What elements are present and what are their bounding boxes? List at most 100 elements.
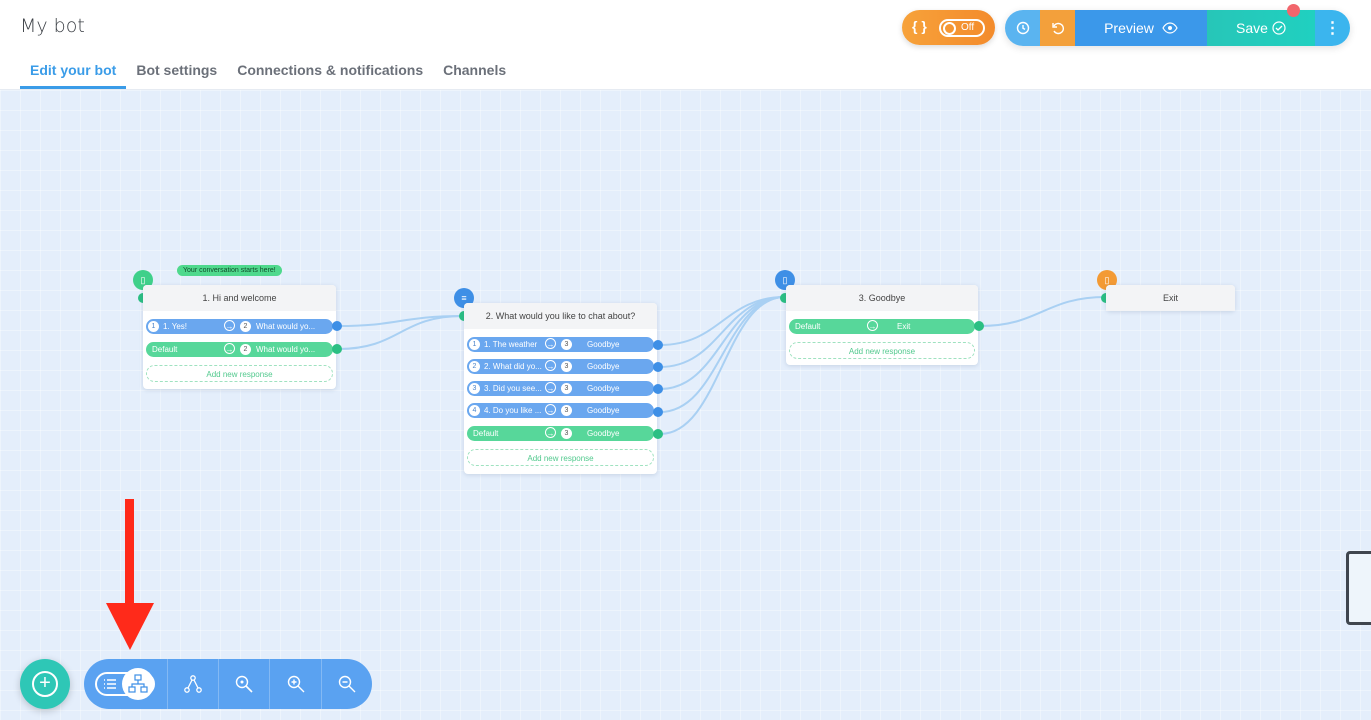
response-output-port[interactable]	[653, 407, 663, 417]
response-output-port[interactable]	[332, 344, 342, 354]
node-title: 1. Hi and welcome	[143, 285, 336, 311]
undo-button[interactable]	[1040, 10, 1075, 46]
switch-knob	[943, 22, 956, 35]
response-label: 4. Do you like ...	[484, 406, 542, 415]
top-bar: My bot Edit your bot Bot settings Connec…	[0, 0, 1371, 90]
view-mode-toggle[interactable]	[84, 659, 168, 709]
history-button[interactable]	[1005, 10, 1040, 46]
response-row[interactable]: 4 4. Do you like ... → 3 Goodbye	[467, 403, 654, 418]
node-title: 2. What would you like to chat about?	[464, 303, 657, 329]
arrow-right-icon: →	[545, 338, 556, 349]
node-title: Exit	[1106, 285, 1235, 311]
undo-icon	[1051, 22, 1064, 35]
response-number: 1	[469, 339, 480, 350]
response-row[interactable]: 3 3. Did you see... → 3 Goodbye	[467, 381, 654, 396]
response-row[interactable]: Default → 3 Goodbye	[467, 426, 654, 441]
response-row[interactable]: Default → 2 What would yo...	[146, 342, 333, 357]
tab-connections-notifications[interactable]: Connections & notifications	[237, 62, 424, 78]
preview-button[interactable]: Preview	[1075, 10, 1207, 46]
arrow-right-icon: →	[867, 320, 878, 331]
eye-icon	[1162, 22, 1178, 34]
node-title: 3. Goodbye	[786, 285, 978, 311]
arrow-right-icon: →	[545, 382, 556, 393]
code-mode-toggle[interactable]: { } Off	[902, 10, 995, 45]
tab-channels[interactable]: Channels	[443, 62, 507, 78]
response-output-port[interactable]	[332, 321, 342, 331]
tab-bot-settings[interactable]: Bot settings	[136, 62, 218, 78]
response-number: 4	[469, 405, 480, 416]
add-response-button[interactable]: Add new response	[789, 342, 975, 359]
flow-view-knob	[122, 668, 154, 700]
node-input-port[interactable]	[780, 293, 790, 303]
response-label: 2. What did yo...	[484, 362, 542, 371]
target-number: 2	[240, 321, 251, 332]
add-response-button[interactable]: Add new response	[146, 365, 333, 382]
response-label: Default	[795, 322, 821, 331]
target-label: What would yo...	[256, 345, 316, 354]
add-node-button[interactable]: +	[20, 659, 70, 709]
switch-state-label: Off	[961, 22, 975, 33]
code-mode-switch[interactable]: Off	[939, 19, 985, 37]
response-row[interactable]: 1 1. The weather → 3 Goodbye	[467, 337, 654, 352]
add-response-button[interactable]: Add new response	[467, 449, 654, 466]
response-output-port[interactable]	[653, 429, 663, 439]
target-number: 2	[240, 344, 251, 355]
target-label: Exit	[897, 322, 911, 331]
response-row[interactable]: 2 2. What did yo... → 3 Goodbye	[467, 359, 654, 374]
target-label: Goodbye	[587, 384, 620, 393]
save-label: Save	[1236, 20, 1268, 36]
target-number: 3	[561, 428, 572, 439]
auto-layout-button[interactable]	[168, 659, 220, 709]
response-row[interactable]: Default → Exit	[789, 319, 975, 334]
arrow-right-icon: →	[224, 320, 235, 331]
plus-circle-icon: +	[32, 671, 58, 697]
minimap[interactable]	[1346, 551, 1371, 625]
target-number: 3	[561, 383, 572, 394]
target-number: 3	[561, 361, 572, 372]
arrow-right-icon: →	[545, 404, 556, 415]
save-button[interactable]: Save	[1207, 10, 1315, 46]
node-what-would-you-like[interactable]: 2. What would you like to chat about? 1 …	[464, 303, 657, 474]
red-arrow-annotation	[106, 499, 154, 650]
connector-line	[337, 315, 464, 350]
response-number: 1	[148, 321, 159, 332]
zoom-out-button[interactable]	[322, 659, 372, 709]
arrow-right-icon: →	[545, 360, 556, 371]
history-icon	[1016, 21, 1029, 35]
canvas-toolbar	[84, 659, 372, 709]
node-exit[interactable]: Exit	[1106, 285, 1235, 311]
bot-name[interactable]: My bot	[20, 15, 85, 37]
connector-line	[659, 296, 786, 346]
header-action-bar: Preview Save ⋮	[1005, 10, 1350, 46]
start-label: Your conversation starts here!	[177, 265, 282, 276]
target-label: Goodbye	[587, 340, 620, 349]
more-options-button[interactable]: ⋮	[1315, 10, 1350, 46]
tab-edit-your-bot[interactable]: Edit your bot	[20, 60, 127, 89]
unsaved-changes-dot	[1287, 4, 1300, 17]
connector-line	[979, 296, 1107, 327]
search-node-button[interactable]	[219, 659, 271, 709]
node-hi-and-welcome[interactable]: 1. Hi and welcome 1 1. Yes! → 2 What wou…	[143, 285, 336, 389]
response-output-port[interactable]	[653, 362, 663, 372]
response-row[interactable]: 1 1. Yes! → 2 What would yo...	[146, 319, 333, 334]
target-label: Goodbye	[587, 406, 620, 415]
response-output-port[interactable]	[974, 321, 984, 331]
flow-canvas[interactable]: Your conversation starts here! ▯ 1. Hi a…	[0, 90, 1371, 720]
tab-bar: Edit your bot Bot settings Connections &…	[20, 60, 516, 89]
list-view-icon	[104, 679, 116, 689]
response-number: 2	[469, 361, 480, 372]
zoom-in-button[interactable]	[270, 659, 322, 709]
response-label: 1. The weather	[484, 340, 538, 349]
zoom-in-icon	[287, 675, 305, 693]
connector-line	[659, 296, 786, 413]
target-label: Goodbye	[587, 429, 620, 438]
preview-label: Preview	[1104, 20, 1154, 36]
response-output-port[interactable]	[653, 340, 663, 350]
response-label: Default	[473, 429, 499, 438]
target-label: What would yo...	[256, 322, 316, 331]
arrow-right-icon: →	[224, 343, 235, 354]
node-goodbye[interactable]: 3. Goodbye Default → Exit Add new respon…	[786, 285, 978, 365]
response-output-port[interactable]	[653, 384, 663, 394]
response-label: 1. Yes!	[163, 322, 188, 331]
flow-view-icon	[128, 674, 148, 693]
